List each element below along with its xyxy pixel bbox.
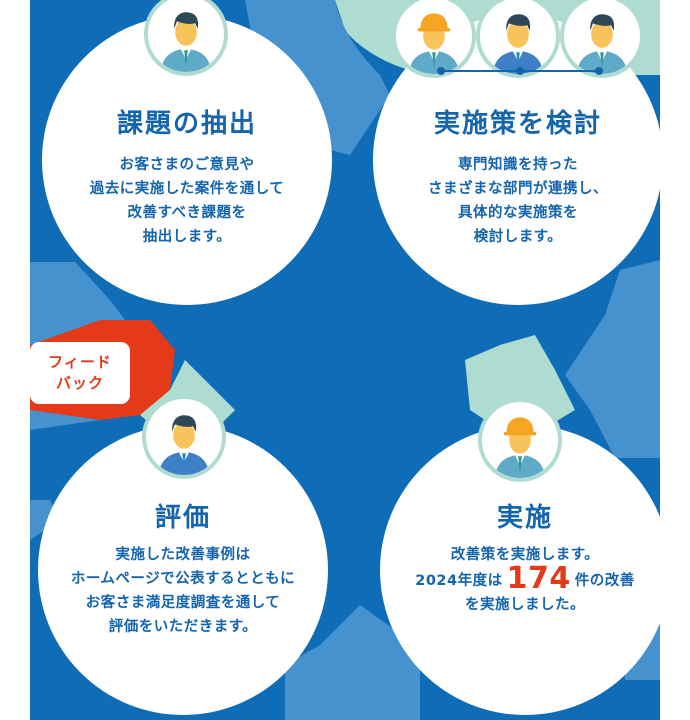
businessman-icon — [560, 0, 644, 78]
arrow-top — [245, 0, 390, 155]
body-line: を実施しました。 — [465, 597, 585, 613]
step-body-consider: 専門知識を持った さまざまな部門が連携し、 具体的な実施策を 検討します。 — [373, 153, 663, 249]
arrow-right — [565, 260, 660, 458]
body-line: 検討します。 — [473, 229, 563, 245]
improvement-count: 174 — [506, 561, 571, 596]
body-line: さまざまな部門が連携し、 — [428, 181, 608, 197]
step-body-evaluate: 実施した改善事例は ホームページで公表するとともに お客さま満足度調査を通して … — [38, 543, 328, 639]
businessman-icon — [142, 395, 226, 479]
body-line: 評価をいただきます。 — [108, 619, 258, 635]
step-title-extract: 課題の抽出 — [116, 109, 257, 139]
feedback-label: フィード バック — [30, 342, 130, 404]
count-suffix: 件の改善 — [574, 573, 635, 589]
body-line: 具体的な実施策を — [458, 205, 578, 221]
body-line: ホームページで公表するとともに — [70, 571, 296, 587]
step-title-implement: 実施 — [496, 503, 553, 533]
body-line: お客さまのご意見や — [119, 157, 255, 173]
step-title-evaluate: 評価 — [154, 503, 211, 533]
businessman-icon — [144, 0, 228, 76]
year-prefix: 2024年度は — [415, 573, 503, 589]
feedback-label-line2: バック — [55, 374, 104, 392]
body-line: 抽出します。 — [142, 229, 232, 245]
step-title-consider: 実施策を検討 — [433, 109, 602, 139]
worker-hardhat-icon — [478, 398, 562, 482]
worker-hardhat-icon — [392, 0, 476, 78]
body-line: 実施した改善事例は — [115, 547, 251, 563]
team-connector-line — [437, 67, 603, 75]
body-line: 専門知識を持った — [458, 157, 578, 173]
step-body-extract: お客さまのご意見や 過去に実施した案件を通して 改善すべき課題を 抽出します。 — [42, 153, 332, 249]
body-line: 改善策を実施します。 — [450, 547, 600, 563]
body-line: 改善すべき課題を — [127, 205, 247, 221]
feedback-label-line1: フィード — [48, 353, 112, 371]
body-line: お客さま満足度調査を通して — [85, 595, 281, 611]
businessman-icon — [476, 0, 560, 78]
mint-area-implement — [465, 335, 575, 430]
arrow-bottom — [285, 605, 420, 720]
body-line: 過去に実施した案件を通して — [89, 181, 285, 197]
